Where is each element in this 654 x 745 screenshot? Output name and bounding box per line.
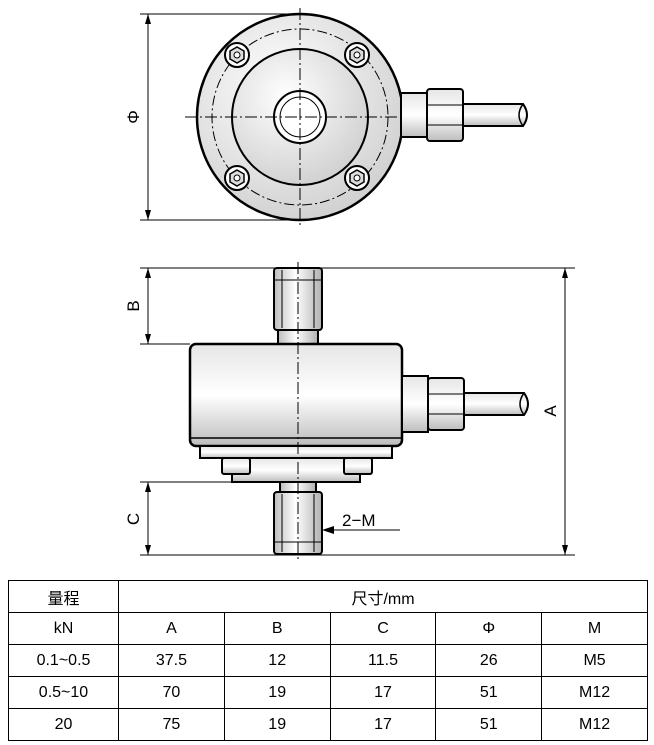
table-cell: 51 [435, 676, 543, 709]
table-cell: 12 [223, 644, 331, 677]
table-cell: B [223, 612, 331, 645]
bolt-head-icon [344, 42, 370, 68]
table-row: 0.5~10 70 19 17 51 M12 [8, 676, 648, 709]
table-header-row: 量程 尺寸/mm [8, 580, 648, 613]
table-cell: M [541, 612, 648, 645]
table-cell: kN [8, 612, 119, 645]
bolt-head-icon [224, 42, 250, 68]
table-cell: 70 [118, 676, 225, 709]
top-view: Φ [124, 8, 528, 228]
table-row: 0.1~0.5 37.5 12 11.5 26 M5 [8, 644, 648, 677]
table-cell: 26 [435, 644, 543, 677]
table-cell: 37.5 [118, 644, 225, 677]
thread-label: 2−M [342, 511, 376, 530]
table-cell: M12 [541, 708, 648, 741]
b-label: B [124, 300, 143, 311]
table-cell: 20 [8, 708, 119, 741]
table-cell: C [329, 612, 437, 645]
load-cell-drawing: Φ [124, 8, 575, 560]
table-cell: 75 [118, 708, 225, 741]
spec-table: 量程 尺寸/mm kN A B C Φ M 0.1~0.5 37.5 12 11… [8, 580, 648, 741]
phi-label: Φ [124, 110, 143, 124]
table-unit-row: kN A B C Φ M [8, 612, 648, 645]
table-cell: 11.5 [329, 644, 437, 677]
cable-gland-icon [400, 88, 528, 142]
table-cell: 0.5~10 [8, 676, 119, 709]
table-cell: 51 [435, 708, 543, 741]
c-label: C [124, 513, 143, 525]
sensor-body [188, 342, 404, 483]
table-cell: M5 [541, 644, 648, 677]
range-header: 量程 [8, 580, 119, 613]
table-cell: 19 [223, 676, 331, 709]
table-cell: A [118, 612, 225, 645]
a-label: A [541, 405, 560, 417]
side-view: B C A [124, 262, 575, 560]
table-cell: 17 [329, 708, 437, 741]
table-cell: 17 [329, 676, 437, 709]
table-cell: 0.1~0.5 [8, 644, 119, 677]
size-header: 尺寸/mm [118, 580, 648, 613]
bolt-head-icon [344, 165, 370, 191]
table-cell: 19 [223, 708, 331, 741]
table-row: 20 75 19 17 51 M12 [8, 708, 648, 741]
bolt-head-icon [224, 165, 250, 191]
table-cell: M12 [541, 676, 648, 709]
table-cell: Φ [435, 612, 543, 645]
cable-gland-icon [401, 375, 529, 433]
